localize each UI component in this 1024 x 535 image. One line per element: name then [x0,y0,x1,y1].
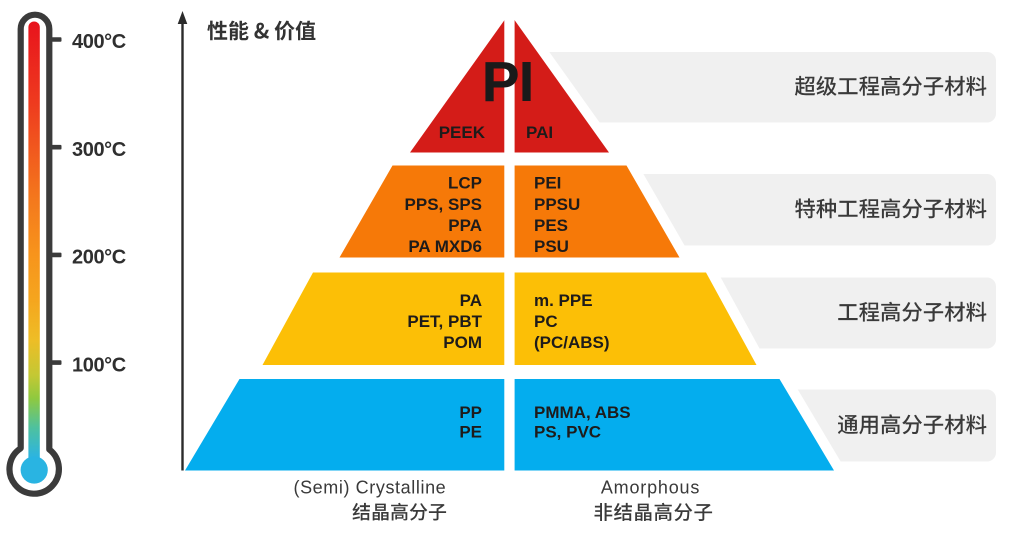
svg-text:PPA: PPA [448,216,482,235]
svg-text:PE: PE [459,422,482,441]
svg-text:300°C: 300°C [72,139,126,161]
svg-text:100°C: 100°C [72,354,126,376]
svg-text:PSU: PSU [534,237,569,256]
svg-text:PMMA, ABS: PMMA, ABS [534,403,631,422]
svg-text:PPSU: PPSU [534,195,580,214]
svg-text:PES: PES [534,216,568,235]
svg-text:PC: PC [534,312,558,331]
svg-text:PA MXD6: PA MXD6 [408,237,482,256]
svg-text:(PC/ABS): (PC/ABS) [534,333,610,352]
svg-text:PET, PBT: PET, PBT [407,312,482,331]
svg-text:Amorphous: Amorphous [601,478,700,498]
svg-text:(Semi) Crystalline: (Semi) Crystalline [293,478,446,498]
svg-text:PA: PA [460,291,482,310]
svg-text:PI: PI [482,50,534,114]
svg-text:POM: POM [443,333,482,352]
svg-text:PEEK: PEEK [439,123,486,142]
svg-text:PP: PP [459,403,482,422]
svg-text:m. PPE: m. PPE [534,291,593,310]
svg-text:200°C: 200°C [72,247,126,269]
svg-text:PS, PVC: PS, PVC [534,422,601,441]
svg-text:400°C: 400°C [72,31,126,53]
svg-text:LCP: LCP [448,174,482,193]
svg-text:PAI: PAI [526,123,553,142]
svg-text:PEI: PEI [534,174,561,193]
svg-text:PPS, SPS: PPS, SPS [405,195,482,214]
